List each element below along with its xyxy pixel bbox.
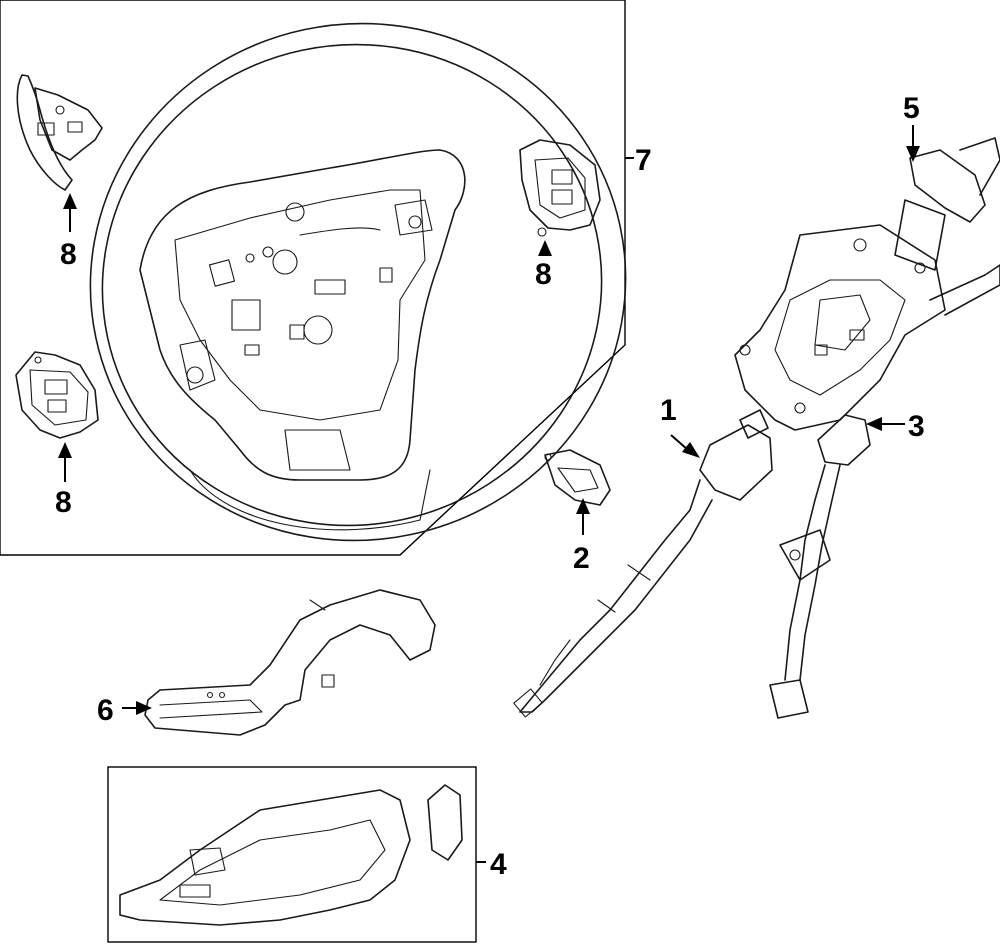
- paddle-shifter-left: [16, 74, 103, 191]
- lower-column-cover: [119, 784, 463, 926]
- callout-5: 5: [903, 92, 920, 125]
- lower-cover-group-frame: [107, 766, 477, 943]
- steering-switch-right: [519, 139, 601, 237]
- callout-2: 2: [573, 542, 590, 575]
- callout-7: 7: [635, 144, 652, 177]
- callout-6: 6: [97, 694, 114, 727]
- callout-4: 4: [490, 848, 507, 881]
- callout-1: 1: [660, 394, 677, 427]
- callout-8-left-switch: 8: [55, 486, 72, 519]
- callout-3: 3: [908, 410, 925, 443]
- callout-8-paddle: 8: [60, 238, 77, 271]
- steering-wheel-group-frame: [0, 0, 626, 556]
- steering-column-assembly: [734, 137, 1000, 431]
- steering-wheel: [89, 22, 627, 542]
- intermediate-shaft: [513, 409, 773, 718]
- lower-shaft: [769, 414, 871, 719]
- callout-8-right-switch: 8: [535, 258, 552, 291]
- upper-column-cover: [144, 589, 436, 736]
- steering-switch-left: [15, 351, 99, 439]
- steering-sensor: [544, 449, 611, 506]
